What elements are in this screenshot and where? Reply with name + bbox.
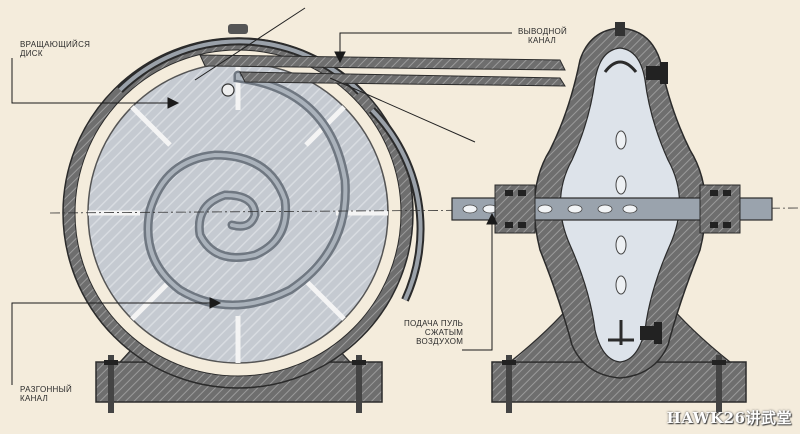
- label-outlet-channel-line2: КАНАЛ: [528, 36, 557, 45]
- axle-bullets: [462, 204, 638, 214]
- right-bolt-right: [712, 355, 726, 413]
- top-knob: [228, 24, 248, 34]
- label-bullet-feed: ПОДАЧА ПУЛЬ СЖАТЫМ ВОЗДУХОМ: [404, 319, 463, 346]
- bearing-right: [699, 184, 741, 234]
- label-accel-channel-line2: КАНАЛ: [20, 394, 49, 403]
- watermark: HAWK26讲武堂: [666, 409, 792, 427]
- base-bolt-left: [104, 355, 118, 413]
- label-rotating-disk-line2: ДИСК: [20, 49, 43, 58]
- label-accel-channel-line1: РАЗГОННЫЙ: [20, 385, 73, 394]
- label-accel-channel: РАЗГОННЫЙ КАНАЛ: [20, 385, 72, 403]
- base-bolt-right: [352, 355, 366, 413]
- label-bullet-feed-line3: ВОЗДУХОМ: [416, 337, 464, 346]
- cavity-slots: [615, 130, 627, 295]
- label-rotating-disk: ВРАЩАЮЩИЙСЯ ДИСК: [20, 40, 90, 58]
- label-rotating-disk-line1: ВРАЩАЮЩИЙСЯ: [20, 40, 91, 49]
- front-view: [49, 7, 800, 413]
- bearing-left: [494, 184, 536, 234]
- label-bullet-feed-line2: СЖАТЫМ: [424, 328, 464, 337]
- leader-lines: [11, 32, 512, 385]
- label-bullet-feed-line1: ПОДАЧА ПУЛЬ: [404, 319, 464, 328]
- label-outlet-channel-line1: ВЫВОДНОЙ: [518, 27, 568, 36]
- label-outlet-channel: ВЫВОДНОЙ КАНАЛ: [518, 27, 567, 45]
- side-view: [451, 22, 773, 413]
- clamp-bottom: [640, 322, 662, 344]
- outlet-tubes: [199, 54, 566, 87]
- hub-nut: [221, 83, 235, 97]
- right-bolt-left: [502, 355, 516, 413]
- clamp-top: [646, 62, 668, 84]
